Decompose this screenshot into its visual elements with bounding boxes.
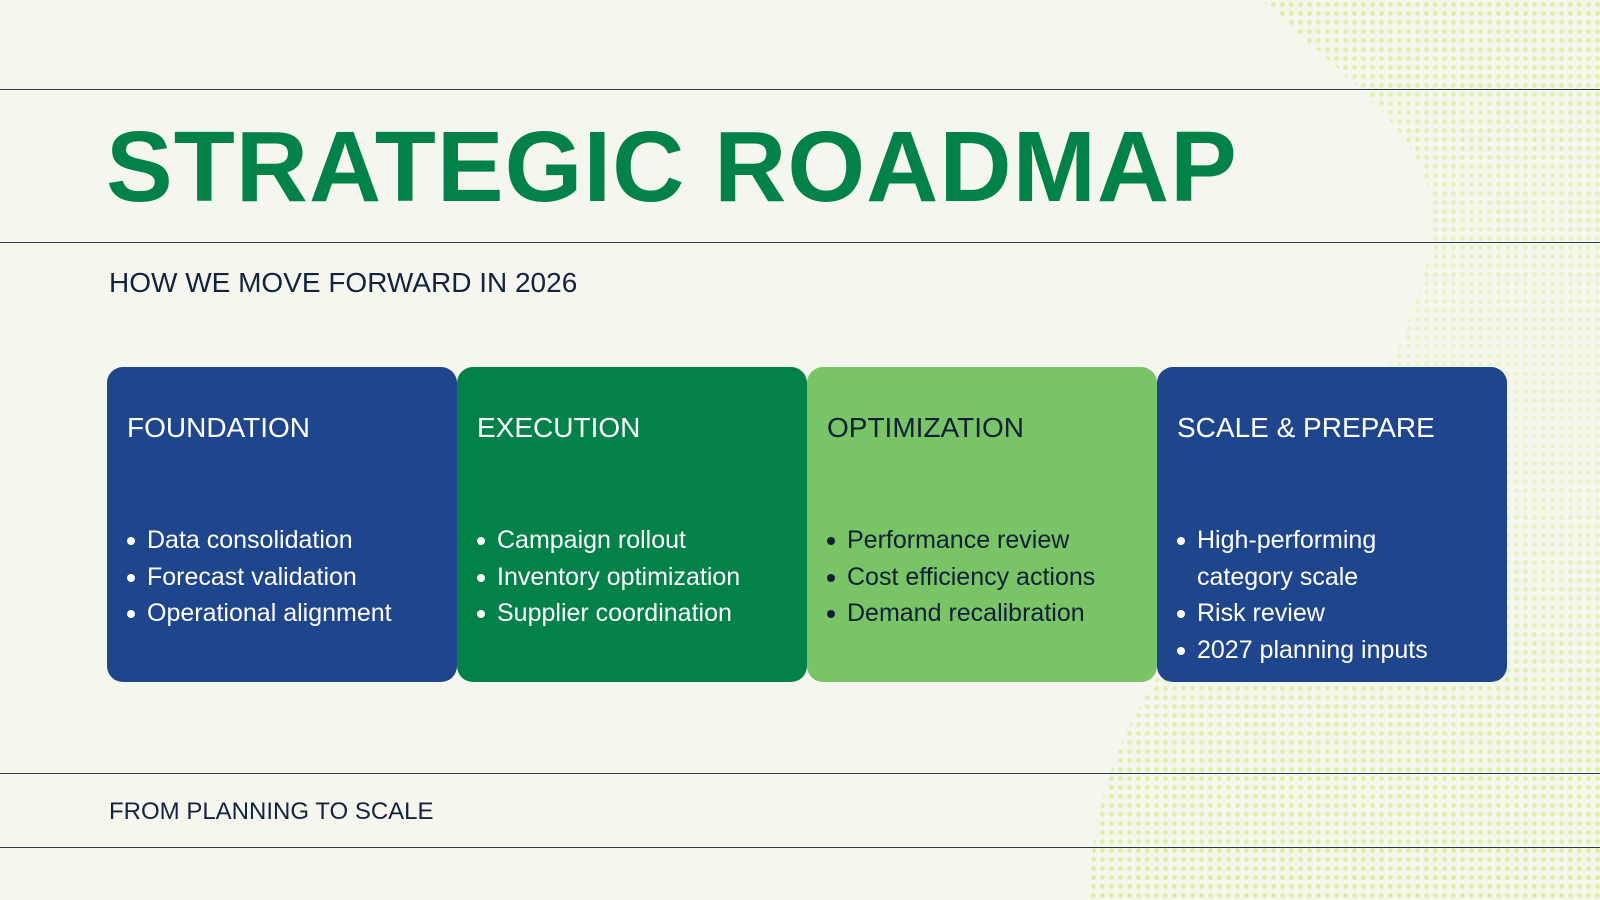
list-item: Cost efficiency actions [827, 559, 1145, 596]
slide-subtitle: HOW WE MOVE FORWARD IN 2026 [109, 267, 578, 298]
phase-item-list: Performance review Cost efficiency actio… [827, 522, 1145, 632]
phase-card-foundation: FOUNDATION Data consolidation Forecast v… [107, 367, 457, 682]
list-item: Demand recalibration [827, 595, 1145, 632]
list-item: Inventory optimization [477, 559, 795, 596]
slide-title: STRATEGIC ROADMAP [106, 111, 1238, 223]
list-item: Operational alignment [127, 595, 445, 632]
phase-title: SCALE & PREPARE [1177, 412, 1435, 443]
list-item: Performance review [827, 522, 1145, 559]
phase-card-optimization: OPTIMIZATION Performance review Cost eff… [807, 367, 1157, 682]
title-bottom-rule-line [0, 242, 1600, 243]
list-item: Supplier coordination [477, 595, 795, 632]
footer-bottom-rule-line [0, 847, 1600, 848]
list-item: Forecast validation [127, 559, 445, 596]
phase-card-scale-prepare: SCALE & PREPARE High-performing category… [1157, 367, 1507, 682]
phase-title: EXECUTION [477, 412, 641, 443]
phase-item-list: Campaign rollout Inventory optimization … [477, 522, 795, 632]
list-item: 2027 planning inputs [1177, 632, 1467, 669]
list-item: Campaign rollout [477, 522, 795, 559]
phase-item-list: High-performing category scale Risk revi… [1177, 522, 1467, 668]
top-rule-line [0, 89, 1600, 90]
phase-card-execution: EXECUTION Campaign rollout Inventory opt… [457, 367, 807, 682]
list-item: Data consolidation [127, 522, 445, 559]
list-item: High-performing category scale [1177, 522, 1467, 595]
list-item: Risk review [1177, 595, 1467, 632]
phase-item-list: Data consolidation Forecast validation O… [127, 522, 445, 632]
slide-footer: FROM PLANNING TO SCALE [109, 798, 434, 825]
footer-top-rule-line [0, 773, 1600, 774]
phase-title: FOUNDATION [127, 412, 311, 443]
phase-title: OPTIMIZATION [827, 412, 1025, 443]
